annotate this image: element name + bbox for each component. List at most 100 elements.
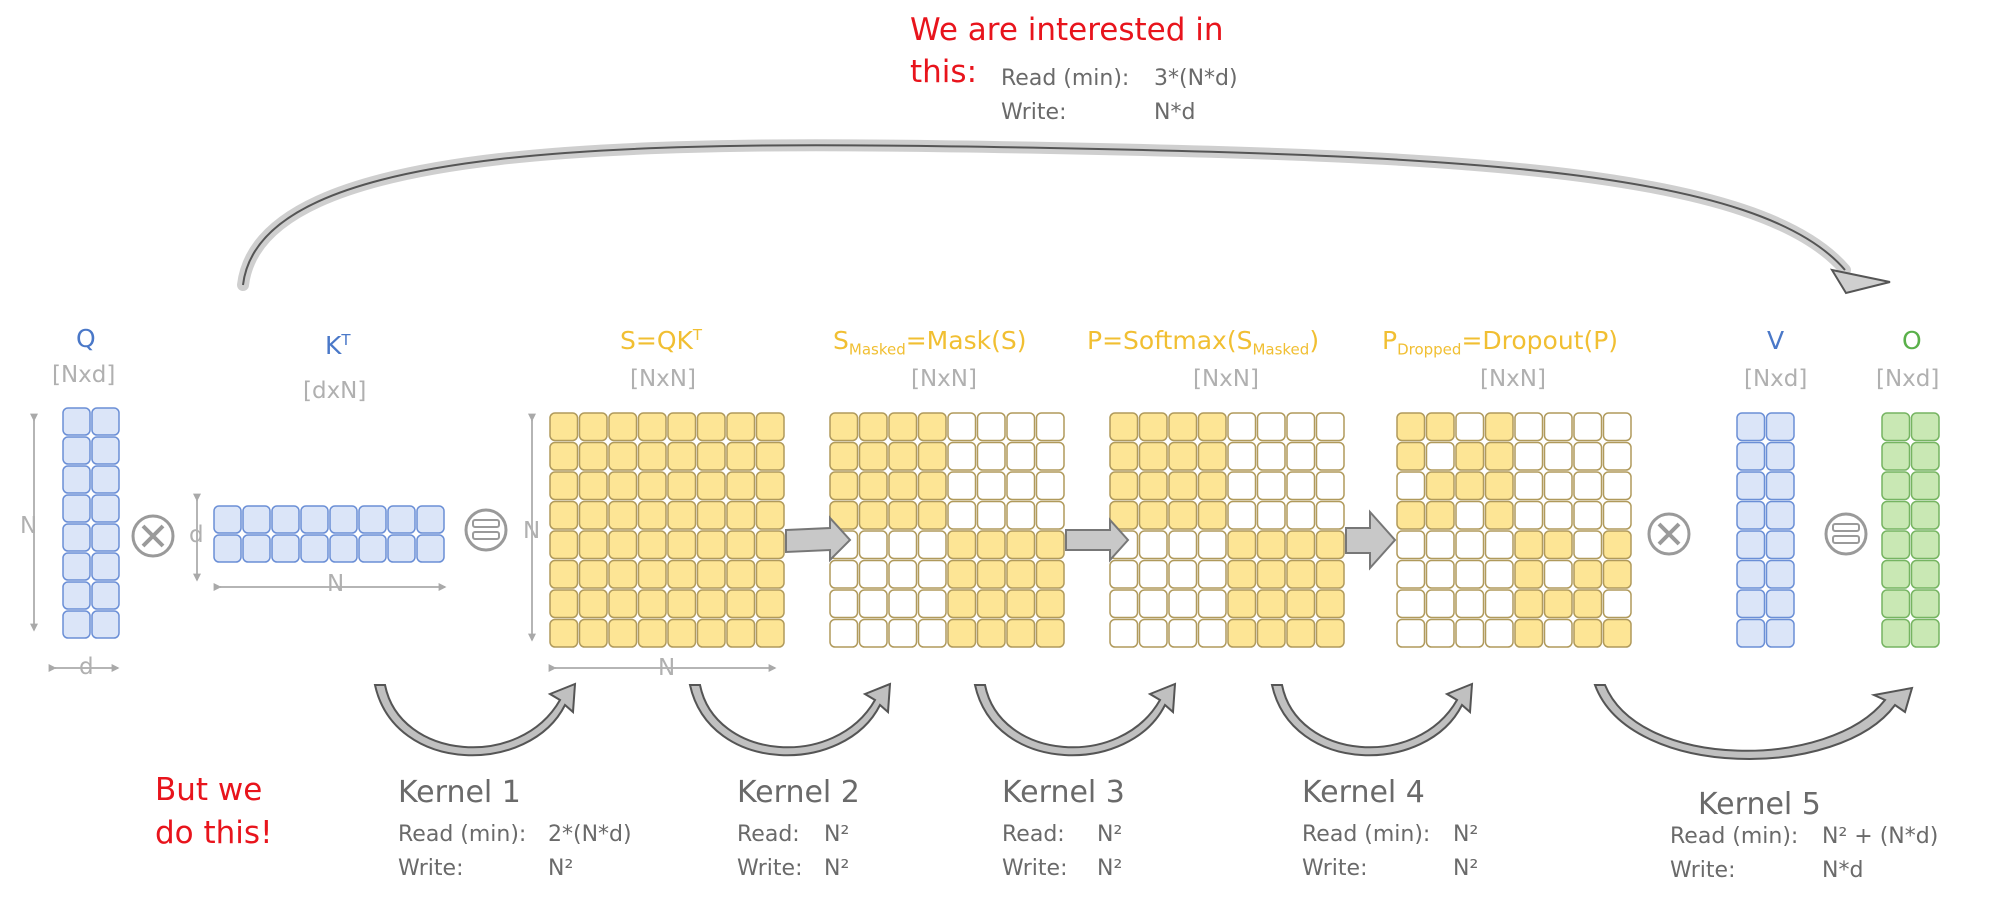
matrix-cell	[1006, 471, 1036, 501]
matrix-cell	[1736, 559, 1766, 589]
matrix-cell	[917, 471, 947, 501]
matrix-cell	[1006, 412, 1036, 442]
matrix-cell	[1602, 618, 1632, 648]
matrix-cell	[1455, 618, 1485, 648]
v-dims: [Nxd]	[1744, 366, 1808, 392]
s-cols-label: N	[658, 655, 676, 681]
matrix-cell	[1286, 530, 1316, 560]
kt-dims: [dxN]	[303, 378, 367, 404]
matrix-cell	[549, 471, 579, 501]
matrix-cell	[1035, 471, 1065, 501]
matrix-cell	[696, 441, 726, 471]
kt-cols-label: N	[327, 571, 345, 597]
matrix-cell	[1736, 441, 1766, 471]
o-dims: [Nxd]	[1876, 366, 1940, 392]
matrix-cell	[667, 559, 697, 589]
matrix-cell	[1455, 559, 1485, 589]
matrix-cell	[976, 441, 1006, 471]
matrix-cell	[1109, 618, 1139, 648]
matrix-cell	[829, 441, 859, 471]
matrix-cell	[858, 589, 888, 619]
matrix-cell	[1881, 559, 1911, 589]
matrix-cell	[1765, 559, 1795, 589]
matrix-cell	[1168, 589, 1198, 619]
matrix-cell	[1514, 559, 1544, 589]
matrix-cell	[1035, 589, 1065, 619]
matrix-p-dropped	[1396, 412, 1632, 648]
matrix-cell	[1197, 412, 1227, 442]
matrix-cell	[667, 500, 697, 530]
matrix-cell	[1425, 559, 1455, 589]
chain-arrows	[785, 509, 1397, 571]
matrix-cell	[329, 505, 358, 534]
matrix-cell	[1227, 618, 1257, 648]
matrix-cell	[1514, 441, 1544, 471]
matrix-cell	[1543, 500, 1573, 530]
matrix-cell	[696, 559, 726, 589]
matrix-cell	[91, 552, 120, 581]
matrix-cell	[578, 589, 608, 619]
matrix-cell	[1484, 559, 1514, 589]
matrix-cell	[696, 589, 726, 619]
matrix-cell	[947, 500, 977, 530]
matrix-cell	[1881, 441, 1911, 471]
matrix-cell	[608, 471, 638, 501]
matrix-cell	[1455, 589, 1485, 619]
matrix-cell	[1315, 471, 1345, 501]
kernel-2-write-value: N²	[824, 856, 850, 881]
matrix-cell	[947, 559, 977, 589]
matrix-cell	[549, 589, 579, 619]
matrix-cell	[1006, 530, 1036, 560]
matrix-cell	[1227, 589, 1257, 619]
matrix-cell	[242, 505, 271, 534]
matrix-cell	[888, 441, 918, 471]
matrix-cell	[1286, 559, 1316, 589]
matrix-cell	[1315, 500, 1345, 530]
matrix-cell	[829, 471, 859, 501]
matrix-cell	[858, 530, 888, 560]
matrix-cell	[1573, 500, 1603, 530]
matrix-cell	[755, 589, 785, 619]
matrix-cell	[213, 505, 242, 534]
matrix-cell	[1315, 441, 1345, 471]
matrix-cell	[1138, 412, 1168, 442]
matrix-cell	[1765, 441, 1795, 471]
matrix-cell	[1455, 530, 1485, 560]
matrix-cell	[1035, 618, 1065, 648]
matrix-cell	[1168, 618, 1198, 648]
matrix-cell	[1256, 530, 1286, 560]
matrix-cell	[1197, 618, 1227, 648]
v-title: V	[1767, 326, 1785, 355]
kernel-5-read-label: Read (min):	[1670, 824, 1799, 849]
matrix-cell	[888, 471, 918, 501]
matrix-cell	[726, 589, 756, 619]
matrix-cell	[1543, 589, 1573, 619]
matrix-cell	[1514, 618, 1544, 648]
matrix-cell	[947, 441, 977, 471]
matrix-cell	[1484, 441, 1514, 471]
kernel-1-arrow	[373, 682, 577, 757]
matrix-cell	[1736, 471, 1766, 501]
matrix-cell	[91, 494, 120, 523]
matrix-cell	[1514, 589, 1544, 619]
bottom-note-line1: But we	[155, 772, 263, 808]
matrix-cell	[1227, 530, 1257, 560]
kernel-3-title: Kernel 3	[1002, 775, 1125, 810]
matrix-cell	[1910, 500, 1940, 530]
top-note-line1: We are interested in	[910, 12, 1224, 48]
matrix-cell	[578, 530, 608, 560]
matrix-cell	[1035, 530, 1065, 560]
matrix-cell	[1602, 559, 1632, 589]
matrix-cell	[1396, 618, 1426, 648]
matrix-cell	[1396, 412, 1426, 442]
matrix-cell	[1602, 530, 1632, 560]
matrix-cell	[62, 610, 91, 639]
matrix-cell	[1573, 589, 1603, 619]
matrix-cell	[608, 412, 638, 442]
matrix-cell	[91, 523, 120, 552]
matrix-cell	[1168, 441, 1198, 471]
matrix-cell	[300, 534, 329, 563]
matrix-cell	[1910, 530, 1940, 560]
matrix-cell	[726, 618, 756, 648]
matrix-cell	[858, 441, 888, 471]
